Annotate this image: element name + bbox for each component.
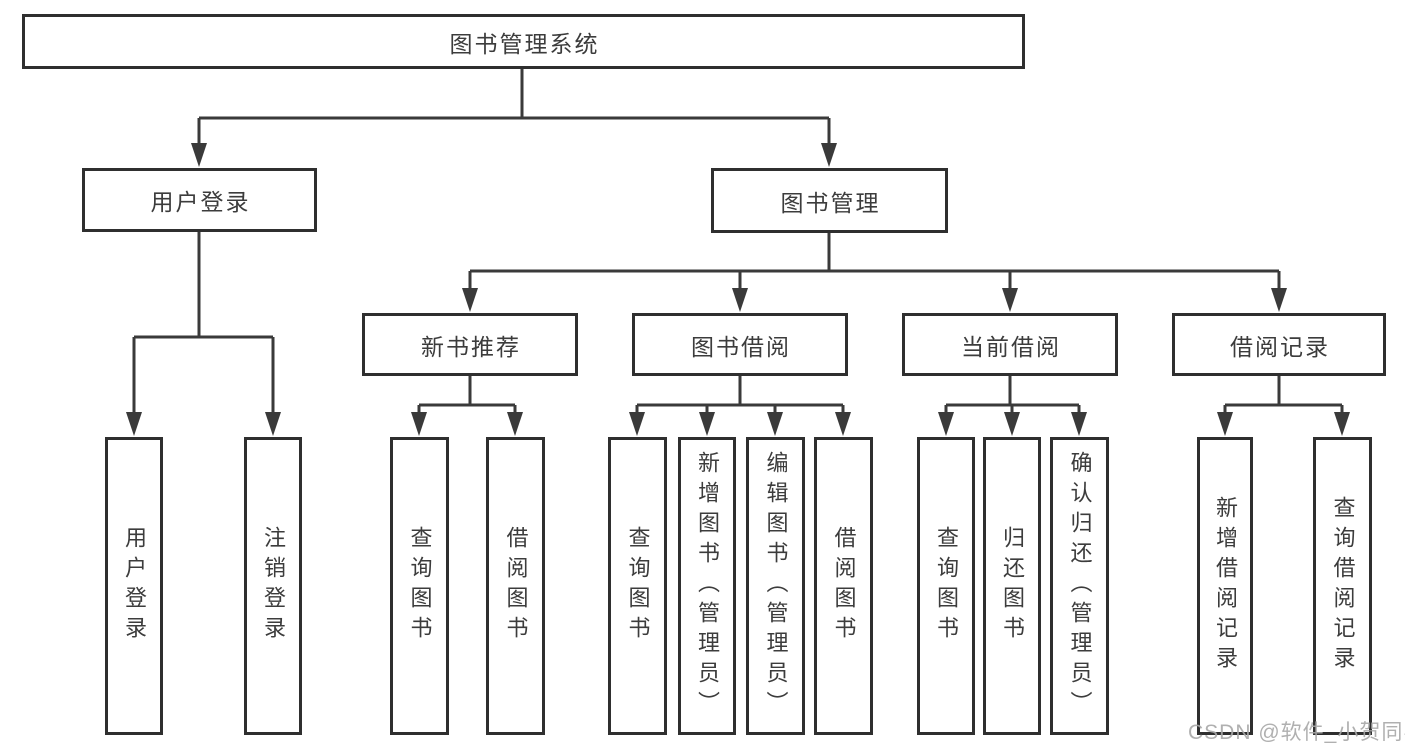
leaf-label: 借阅图书 xyxy=(503,526,529,646)
arrowhead-icon xyxy=(462,288,478,312)
node-book-management-branch: 图书管理 xyxy=(711,168,948,233)
arrowhead-icon xyxy=(1334,412,1350,436)
leaf-current-query-books: 查询图书 xyxy=(917,437,975,735)
leaf-record-add-borrow-record: 新增借阅记录 xyxy=(1197,437,1253,735)
arrowhead-icon xyxy=(699,412,715,436)
connector-user-to-leaves xyxy=(126,232,281,436)
leaf-record-query-borrow-record: 查询借阅记录 xyxy=(1313,437,1372,735)
leaf-current-confirm-return-admin: 确认归还（管理员） xyxy=(1050,437,1109,735)
arrowhead-icon xyxy=(265,412,281,436)
leaf-borrow-edit-books-admin: 编辑图书（管理员） xyxy=(746,437,805,735)
leaf-borrow-query-books: 查询图书 xyxy=(608,437,667,735)
arrowhead-icon xyxy=(191,143,207,167)
arrowhead-icon xyxy=(938,412,954,436)
connector-path xyxy=(417,376,1344,414)
leaf-current-return-books: 归还图书 xyxy=(983,437,1041,735)
leaf-label: 注销登录 xyxy=(261,526,286,646)
arrowhead-icon xyxy=(507,412,523,436)
connector-path xyxy=(468,233,1281,290)
csdn-watermark: CSDN @软件_小贺同学 xyxy=(1188,721,1405,744)
arrowhead-icon xyxy=(1217,412,1233,436)
leaf-user-login: 用户登录 xyxy=(105,437,163,735)
leaf-borrow-borrow-books: 借阅图书 xyxy=(814,437,873,735)
connector-path xyxy=(132,232,275,414)
leaf-label: 确认归还（管理员） xyxy=(1067,451,1093,721)
leaf-label: 归还图书 xyxy=(1000,526,1025,646)
leaf-label: 借阅图书 xyxy=(831,526,857,646)
connector-book-to-level3 xyxy=(462,233,1287,312)
leaf-label: 查询借阅记录 xyxy=(1330,496,1356,676)
arrowhead-icon xyxy=(732,288,748,312)
leaf-label: 新增借阅记录 xyxy=(1213,496,1238,676)
connector-path xyxy=(197,69,831,146)
node-new-book-recommend: 新书推荐 xyxy=(362,313,578,376)
leaf-label: 新增图书（管理员） xyxy=(695,451,720,721)
leaf-label: 用户登录 xyxy=(122,526,147,646)
arrowhead-icon xyxy=(1071,412,1087,436)
arrowhead-icon xyxy=(411,412,427,436)
connector-sections-to-leaves xyxy=(411,376,1350,436)
arrowhead-icon xyxy=(1271,288,1287,312)
leaf-label: 查询图书 xyxy=(625,526,651,646)
arrowhead-icon xyxy=(629,412,645,436)
node-root-system: 图书管理系统 xyxy=(22,14,1025,69)
leaf-logout: 注销登录 xyxy=(244,437,302,735)
node-current-borrowing: 当前借阅 xyxy=(902,313,1118,376)
node-user-login-branch: 用户登录 xyxy=(82,168,317,232)
leaf-newbook-query-books: 查询图书 xyxy=(390,437,449,735)
node-book-borrowing: 图书借阅 xyxy=(632,313,848,376)
leaf-label: 查询图书 xyxy=(934,526,959,646)
leaf-label: 查询图书 xyxy=(407,526,433,646)
node-borrowing-records: 借阅记录 xyxy=(1172,313,1386,376)
arrowhead-icon xyxy=(1004,412,1020,436)
connector-root-to-level2 xyxy=(191,69,837,167)
leaf-borrow-add-books-admin: 新增图书（管理员） xyxy=(678,437,736,735)
leaf-newbook-borrow-books: 借阅图书 xyxy=(486,437,545,735)
arrowhead-icon xyxy=(835,412,851,436)
arrowhead-icon xyxy=(1002,288,1018,312)
arrowhead-icon xyxy=(126,412,142,436)
arrowhead-icon xyxy=(821,143,837,167)
leaf-label: 编辑图书（管理员） xyxy=(763,451,789,721)
arrowhead-icon xyxy=(767,412,783,436)
